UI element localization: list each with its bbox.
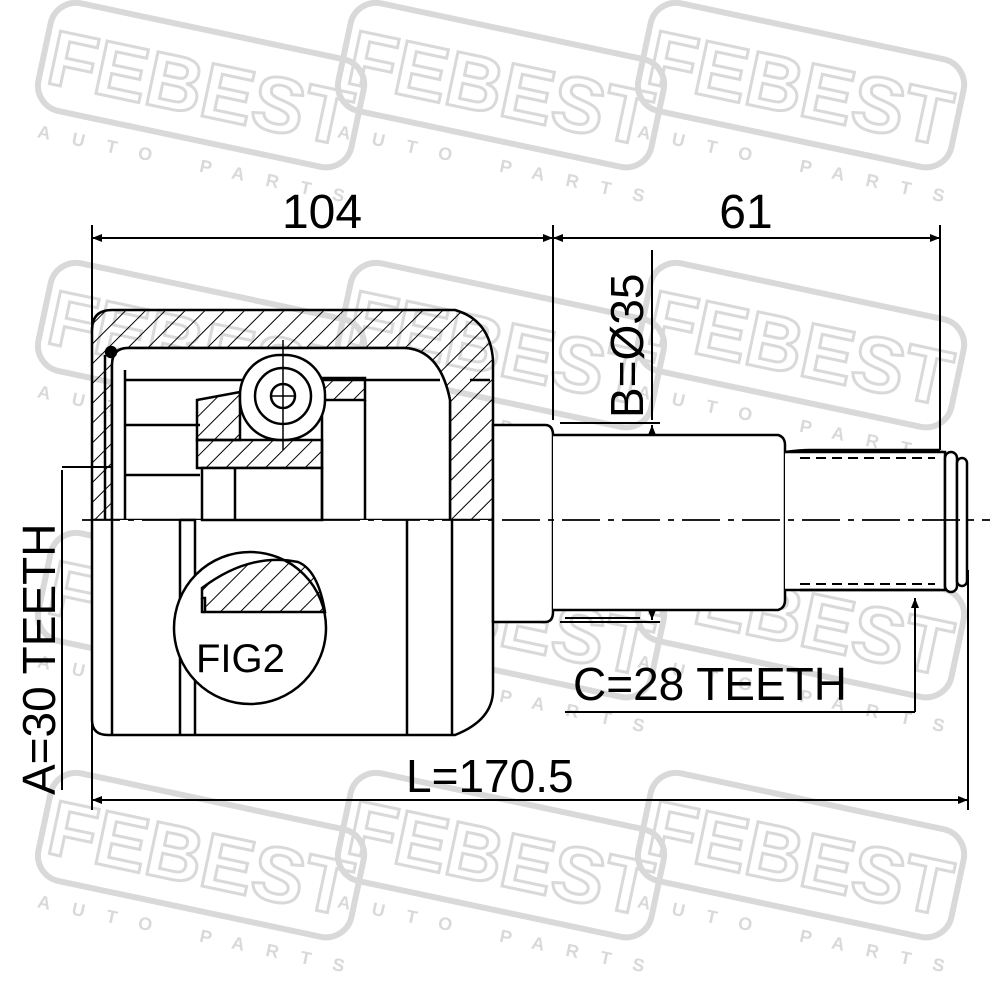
dim-104-label: 104 xyxy=(282,186,362,239)
dim-teeth-a-label: A=30 TEETH xyxy=(13,524,65,795)
stub-shaft xyxy=(491,423,969,624)
watermark-frame xyxy=(334,0,668,171)
dim-61-label: 61 xyxy=(719,186,772,239)
fig2-label: FIG2 xyxy=(196,637,285,681)
dim-total-length-label: L=170.5 xyxy=(406,750,574,802)
watermark-frame xyxy=(634,259,968,431)
fig2-detail xyxy=(172,550,328,706)
tripod-assembly xyxy=(195,340,367,522)
watermark-frame xyxy=(34,0,368,171)
watermark-frame xyxy=(634,0,968,171)
dim-teeth-c-label: C=28 TEETH xyxy=(573,658,847,710)
dim-diameter-b-label: B=Ø35 xyxy=(601,274,653,419)
